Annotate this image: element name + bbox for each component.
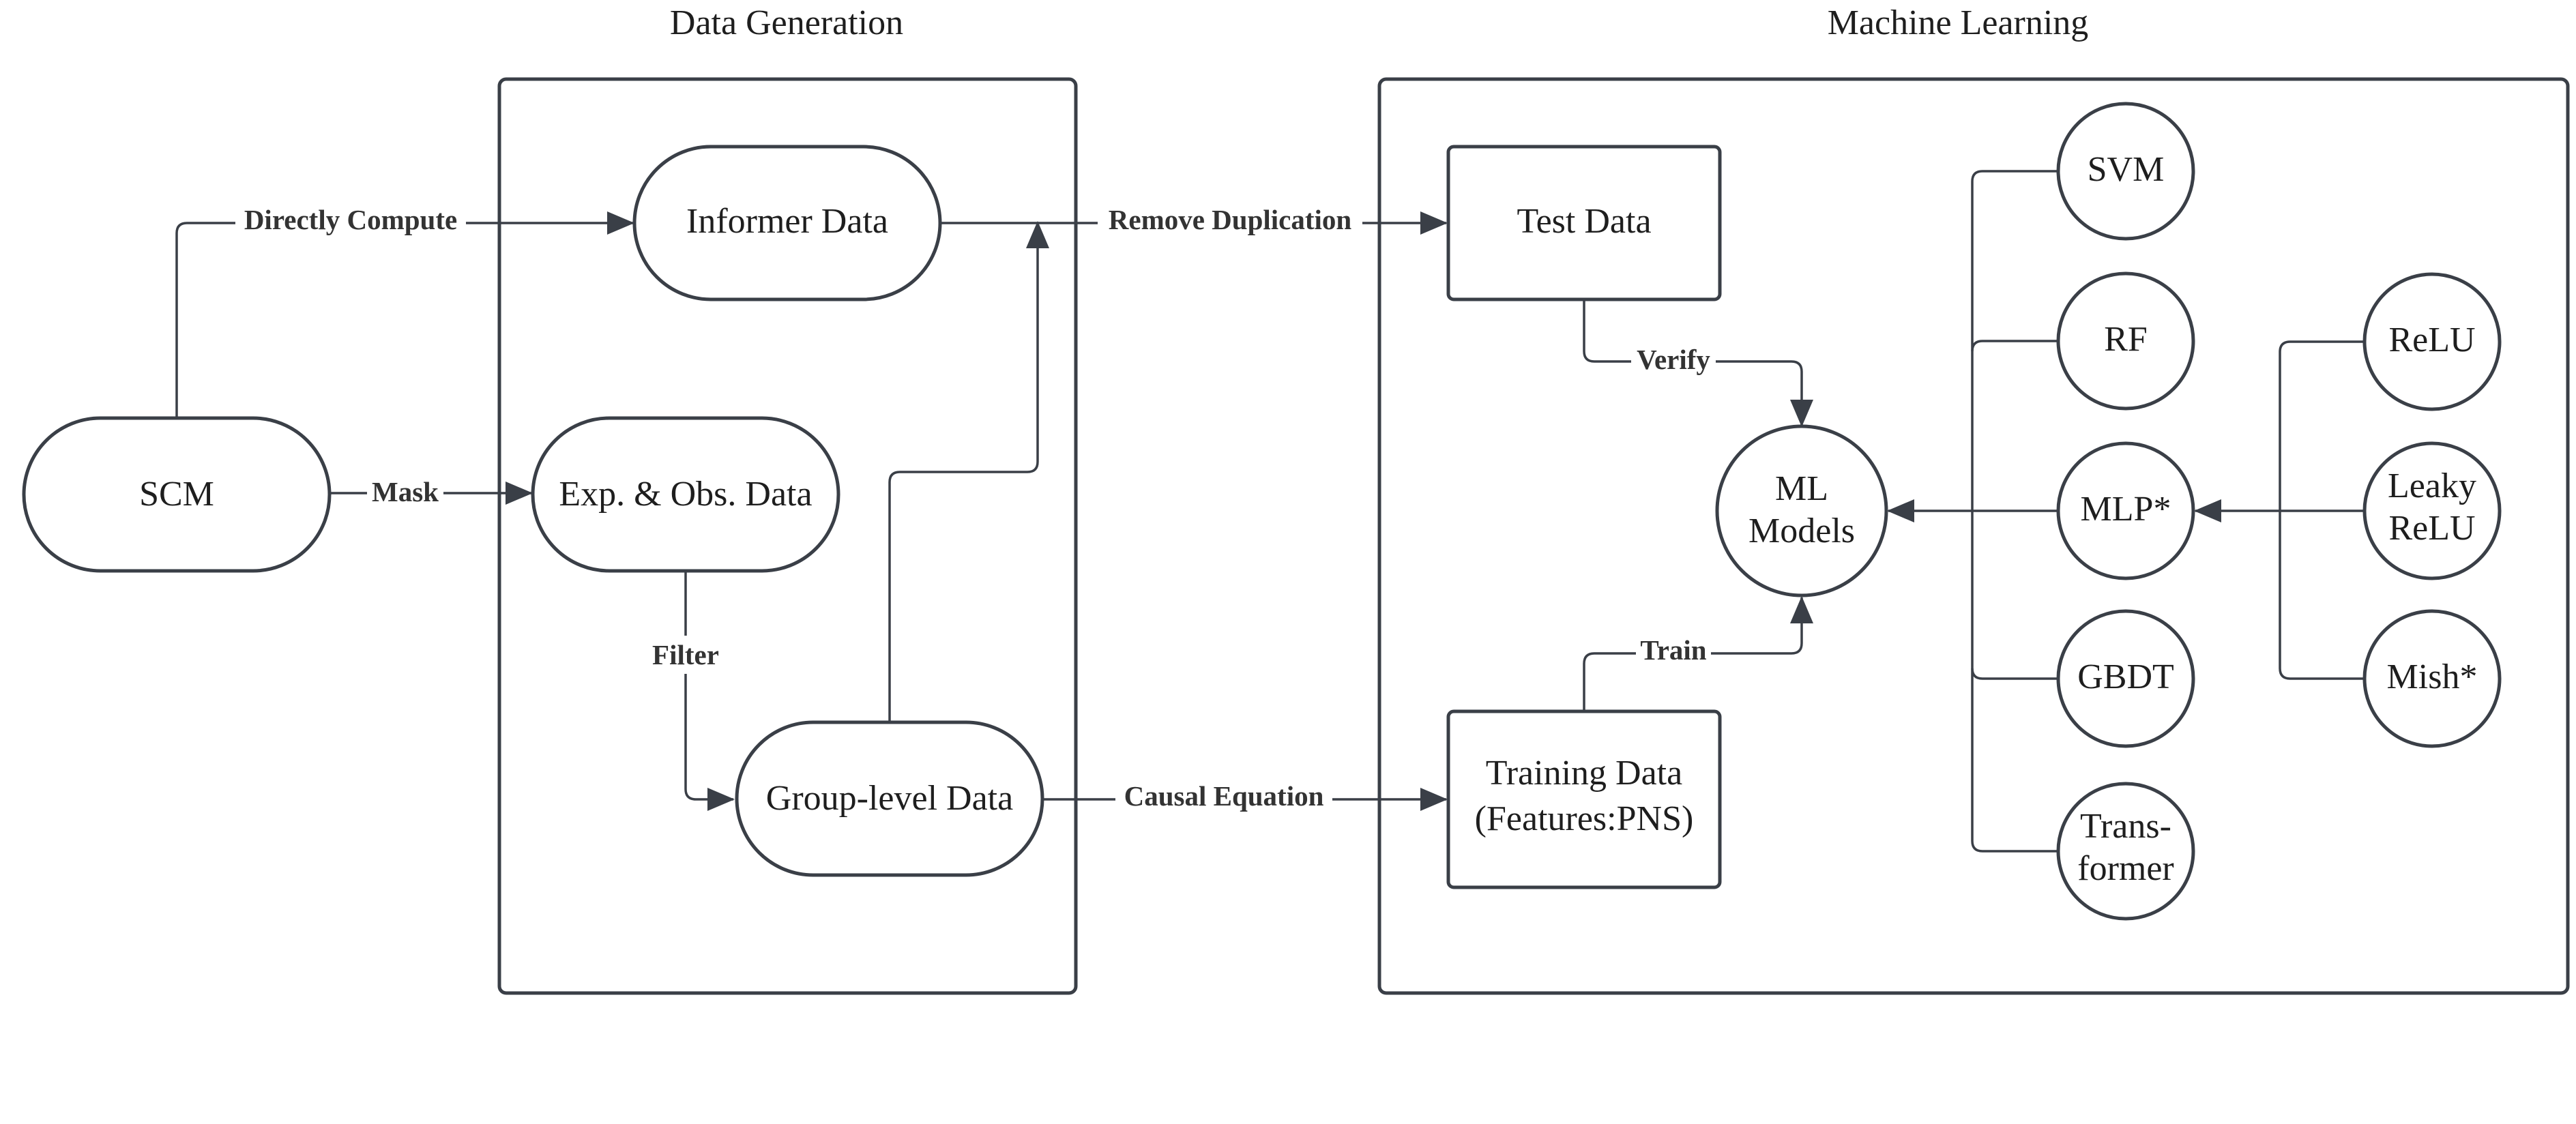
mish-label: Mish*	[2387, 657, 2478, 696]
gbdt-node	[2056, 609, 2195, 748]
svm-node	[2056, 102, 2195, 241]
edge-label-filter: Filter	[652, 639, 719, 670]
relu-label: ReLU	[2388, 321, 2475, 359]
transformer-label-line1: Trans-	[2080, 807, 2171, 846]
test-data-node	[1446, 145, 1722, 301]
edge-label-causal-equation: Causal Equation	[1124, 780, 1324, 812]
edge-label-train: Train	[1640, 634, 1706, 666]
mlp-node	[2056, 441, 2195, 580]
data-generation-panel	[497, 77, 1078, 995]
edge-label-directly-compute: Directly Compute	[244, 204, 457, 235]
test-data-label: Test Data	[1517, 202, 1651, 241]
ml-models-node	[1715, 424, 1888, 597]
transformer-node	[2056, 782, 2195, 921]
edge-group-to-dedup	[888, 221, 1049, 722]
edge-label-verify: Verify	[1637, 344, 1710, 375]
leaky-relu-label-line1: Leaky	[2388, 467, 2476, 505]
edge-gbdt-bus	[1971, 668, 2058, 680]
exp-obs-data-label: Exp. & Obs. Data	[559, 475, 812, 514]
relu-node	[2362, 272, 2502, 411]
scm-label: SCM	[139, 475, 214, 514]
edge-rf-bus	[1971, 340, 2058, 352]
ml-models-label-line1: ML	[1775, 469, 1828, 508]
svm-label: SVM	[2088, 150, 2165, 189]
leaky-relu-node	[2362, 441, 2502, 580]
training-data-node	[1446, 709, 1722, 889]
rf-label: RF	[2104, 320, 2148, 359]
edge-directly-compute	[175, 211, 634, 418]
ml-models-label-line2: Models	[1748, 512, 1855, 550]
gbdt-label: GBDT	[2077, 657, 2174, 696]
mish-node	[2362, 609, 2502, 748]
training-data-label-line2: (Features:PNS)	[1475, 799, 1694, 838]
informer-data-node	[632, 145, 942, 301]
panel-title-machine-learning: Machine Learning	[1828, 3, 2089, 42]
training-data-label-line1: Training Data	[1486, 754, 1682, 793]
panel-title-data-generation: Data Generation	[670, 3, 903, 42]
group-level-data-node	[735, 720, 1044, 877]
exp-obs-data-node	[531, 416, 840, 573]
group-level-data-label: Group-level Data	[766, 779, 1013, 818]
edge-label-mask: Mask	[372, 476, 439, 507]
edge-filter	[684, 571, 735, 811]
rf-node	[2056, 271, 2195, 411]
transformer-label-line2: former	[2077, 849, 2174, 888]
informer-data-label: Informer Data	[686, 202, 888, 241]
edge-label-remove-duplication: Remove Duplication	[1109, 204, 1352, 235]
scm-node	[22, 416, 332, 573]
leaky-relu-label-line2: ReLU	[2388, 509, 2475, 548]
machine-learning-panel	[1377, 77, 2570, 995]
mlp-label: MLP*	[2081, 490, 2171, 529]
